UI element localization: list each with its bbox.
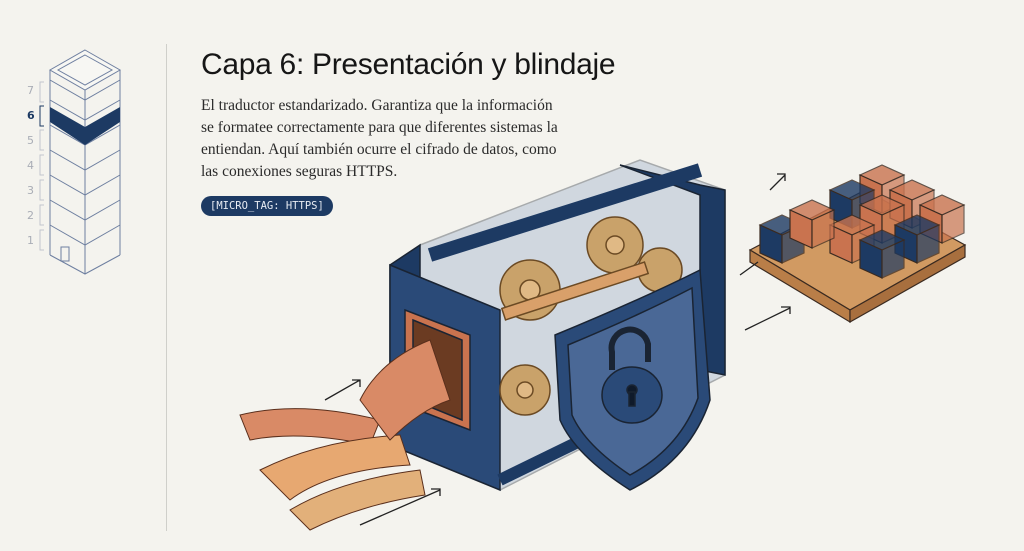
layer-band-line [49, 99, 121, 121]
documents-icon [239, 339, 451, 531]
layer-label-2[interactable]: 2 [27, 209, 34, 222]
divider [166, 44, 167, 531]
description-line: las conexiones seguras HTTPS. [201, 163, 398, 180]
cargo-box [893, 214, 941, 264]
machine-icon [389, 159, 726, 492]
layer-band-line [49, 224, 121, 246]
layer-label-1[interactable]: 1 [27, 234, 34, 247]
description-line: El traductor estandarizado. Garantiza qu… [201, 97, 553, 114]
layer-label-3[interactable]: 3 [27, 184, 34, 197]
layer-label-5[interactable]: 5 [27, 134, 34, 147]
cargo-box [858, 229, 906, 279]
layer-band-line [49, 149, 121, 171]
active-layer-band [50, 107, 120, 145]
flow-arrows-icon [324, 173, 791, 526]
description-line: se formatee correctamente para que difer… [201, 119, 558, 136]
layer-label-7[interactable]: 7 [27, 84, 34, 97]
layer-label-4[interactable]: 4 [27, 159, 34, 172]
page-title: Capa 6: Presentación y blindaje [201, 48, 616, 81]
micro-tag-badge: [MICRO_TAG: HTTPS] [201, 196, 333, 216]
description: El traductor estandarizado. Garantiza qu… [201, 95, 621, 183]
osi-layer-tower-icon [39, 49, 122, 275]
layer-label-6[interactable]: 6 [27, 109, 35, 122]
layer-band-line [49, 199, 121, 221]
description-line: entiendan. Aquí también ocurre el cifrad… [201, 141, 557, 158]
pallet-boxes-icon [748, 164, 967, 324]
layer-band-line [49, 79, 121, 101]
layer-band-line [49, 174, 121, 196]
cargo-box [788, 199, 836, 249]
padlock-icon [601, 326, 663, 424]
